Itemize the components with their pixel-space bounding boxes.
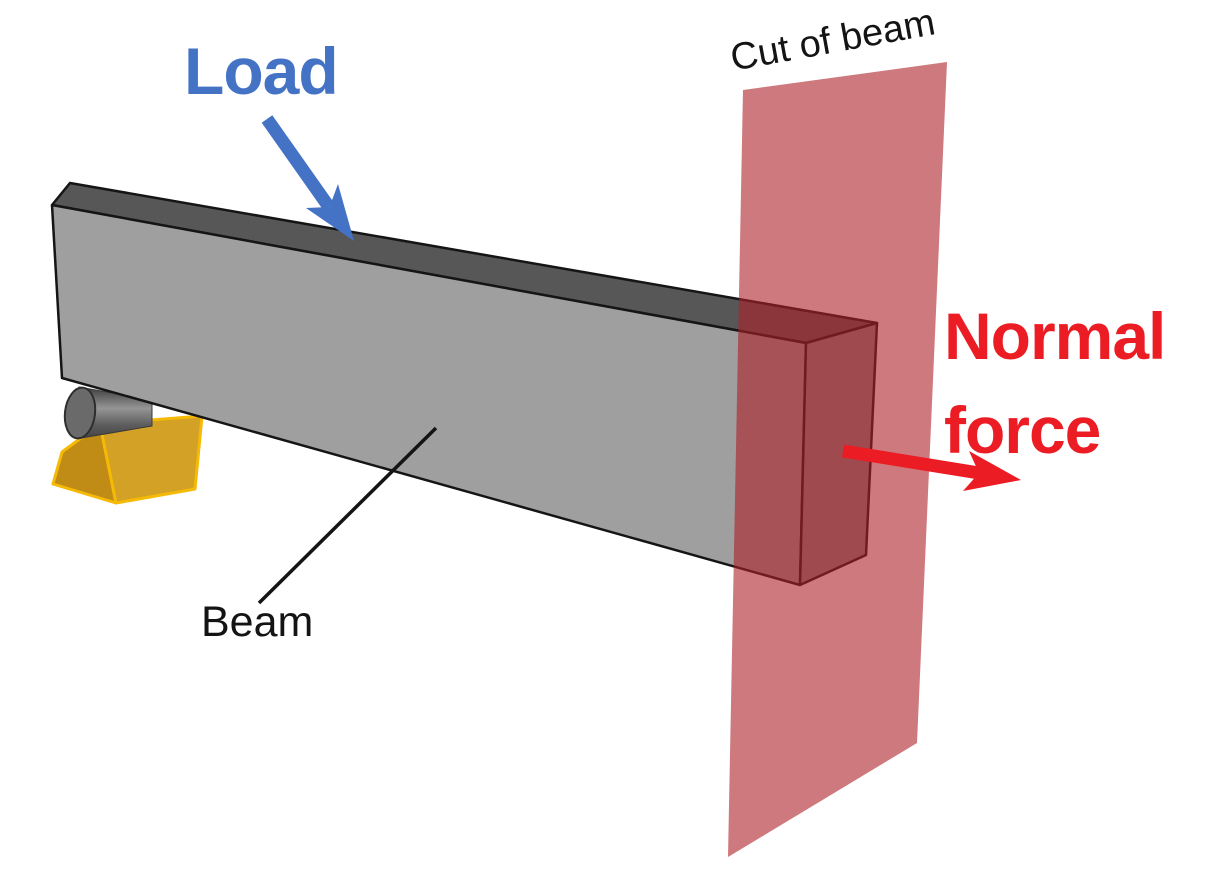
load-arrow-head — [306, 184, 354, 241]
load-label: Load — [184, 34, 339, 108]
normal-force-arrow-head — [963, 451, 1021, 491]
normal-force-arrow-shaft — [841, 444, 981, 480]
roller-cylinder-cap — [63, 386, 97, 440]
cut-plane — [728, 62, 947, 857]
beam-label: Beam — [201, 598, 314, 646]
normal-force-arrow — [841, 444, 1021, 491]
support-wedge-right-face — [98, 414, 204, 505]
load-arrow — [261, 115, 354, 241]
normal-force-label: Normal force — [944, 299, 1166, 467]
beam-leader-line — [257, 426, 438, 605]
roller-support — [51, 386, 204, 505]
load-arrow-shaft — [261, 115, 335, 211]
